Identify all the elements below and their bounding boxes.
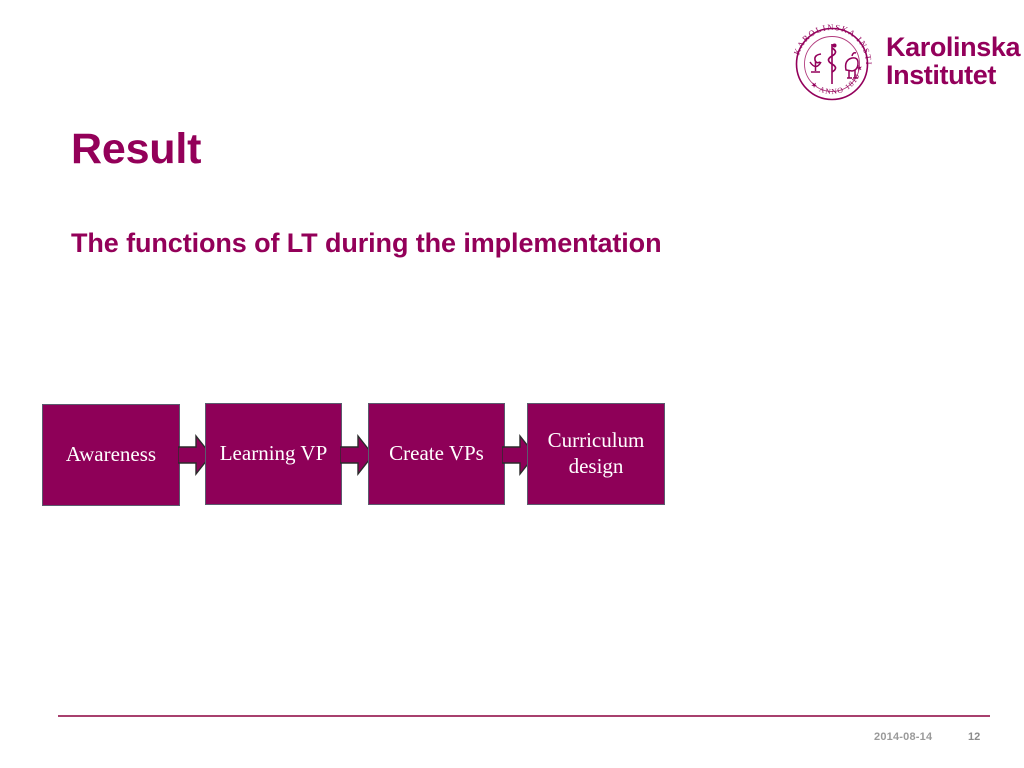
slide-subtitle: The functions of LT during the implement… bbox=[71, 228, 662, 258]
flow-node-create-vps[interactable]: Create VPs bbox=[368, 403, 505, 505]
right-arrow-icon bbox=[340, 433, 374, 477]
karolinska-wordmark: Karolinska Institutet bbox=[886, 33, 1020, 91]
flow-node-awareness[interactable]: Awareness bbox=[42, 404, 180, 506]
flow-node-learning-vp[interactable]: Learning VP bbox=[205, 403, 342, 505]
flow-node-label: Curriculum design bbox=[547, 428, 645, 478]
karolinska-seal-icon: KAROLINSKA INSTITUTET ★ ANNO 1810 ★ bbox=[788, 18, 876, 106]
wordmark-line-1: Karolinska bbox=[886, 31, 1021, 62]
wordmark-line-2: Institutet bbox=[886, 60, 996, 90]
flow-node-label: Create VPs bbox=[389, 441, 484, 466]
flow-node-curriculum-design[interactable]: Curriculum design bbox=[527, 403, 665, 505]
slide-title: Result bbox=[71, 125, 202, 173]
footer-date: 2014-08-14 bbox=[874, 731, 933, 743]
footer-page-number: 12 bbox=[968, 731, 981, 743]
svg-text:KAROLINSKA INSTITUTET: KAROLINSKA INSTITUTET bbox=[788, 18, 873, 66]
footer-divider bbox=[58, 715, 990, 717]
karolinska-logo: KAROLINSKA INSTITUTET ★ ANNO 1810 ★ bbox=[788, 16, 1020, 108]
flow-node-label: Awareness bbox=[65, 442, 157, 467]
right-arrow-icon bbox=[178, 433, 212, 477]
flow-node-label: Learning VP bbox=[219, 441, 328, 466]
